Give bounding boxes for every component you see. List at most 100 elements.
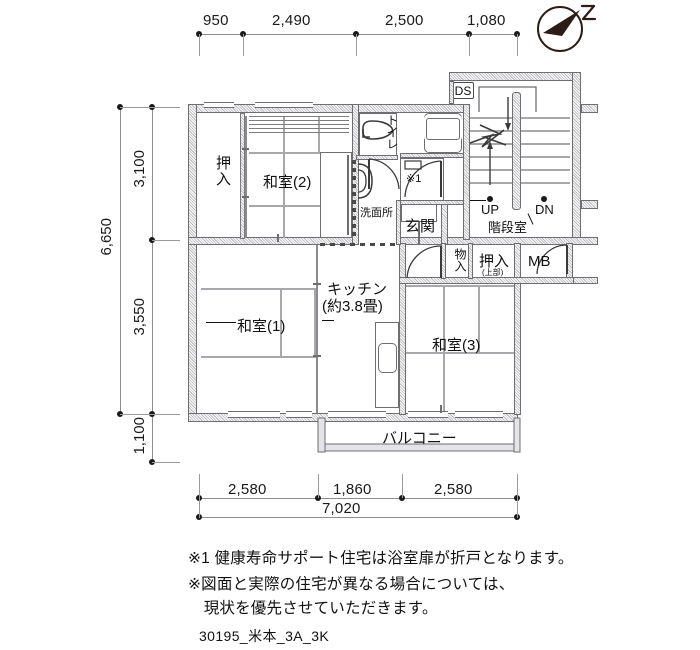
room-label-washitsu2: 和室(2)	[263, 174, 312, 191]
wall-v-genkan-right	[441, 200, 448, 245]
fusuma-line	[249, 124, 349, 125]
tatami-line	[406, 352, 514, 354]
window-washitsu3-a	[408, 411, 448, 418]
washitsu2-side-closet	[320, 152, 352, 238]
window-tick	[440, 405, 442, 413]
stair-door-swing-icon	[536, 244, 570, 276]
bath-door-swing-icon	[402, 160, 442, 200]
left-total-baseline	[120, 107, 121, 414]
wall-top-wet	[356, 104, 469, 113]
footnote-1: ※図面と実際の住宅が異なる場合については、	[188, 576, 515, 593]
stairwell-graphic	[469, 85, 574, 203]
room-label-balcony: バルコニー	[382, 430, 457, 447]
wall-ds-left	[449, 81, 454, 104]
wall-v-kitchen-right	[399, 243, 406, 415]
bottom-dim-tick	[318, 474, 319, 498]
wall-v-oshiire-right	[240, 113, 245, 239]
balcony-area	[317, 417, 526, 453]
tatami-line	[201, 356, 314, 358]
left-dim-baseline	[152, 107, 153, 462]
wall-right-stub-mid	[581, 200, 598, 209]
sliding-door-leader	[322, 320, 334, 321]
room-label-stairwell: 階段室	[488, 220, 528, 235]
left-dim-tick	[152, 462, 180, 463]
room-label-storage: 物入	[453, 248, 467, 272]
stair-handrail	[512, 92, 521, 210]
bath-door-note-label: ※1	[406, 173, 422, 185]
room-label-oshiire-upper: 押入	[479, 253, 510, 270]
top-dim-label-0: 950	[203, 12, 229, 29]
room-label-toilet: トイレ	[385, 114, 399, 150]
tatami-line	[318, 116, 320, 154]
wall-storage-right	[468, 243, 473, 279]
window-washitsu3-b	[455, 411, 503, 418]
room-label-washroom: 洗面所	[360, 207, 393, 219]
room-label-washitsu3: 和室(3)	[432, 337, 481, 354]
duct-space-label: DS	[452, 82, 474, 99]
up-leader	[470, 200, 486, 201]
fusuma-line	[249, 116, 349, 117]
bottom-total-tick	[517, 498, 518, 518]
washbasin-icon	[356, 160, 384, 202]
footnote-2: 現状を優先させていただきます。	[188, 600, 438, 617]
bottom-dim-label-0: 2,580	[228, 481, 267, 498]
bottom-dim-dot	[315, 495, 321, 501]
stairwell-leader	[527, 213, 534, 225]
entrance-step	[401, 204, 437, 222]
top-dim-tick	[517, 34, 518, 56]
room-label-oshiire-upper-sub: (上部)	[482, 268, 504, 277]
wall-right-stub-top	[581, 104, 598, 113]
plan-code: 30195_米本_3A_3K	[199, 628, 330, 644]
left-dim-tick	[120, 414, 180, 415]
entrance-center-line	[418, 222, 420, 244]
top-dim-label-1: 2,490	[272, 12, 311, 29]
window-washitsu2	[255, 102, 313, 108]
top-dim-tick	[469, 34, 470, 56]
closet-door-track	[245, 116, 247, 238]
tatami-line	[406, 285, 514, 287]
bottom-dim-label-2: 2,580	[434, 481, 473, 498]
bottom-dim-tick	[402, 474, 403, 498]
top-dim-label-3: 1,080	[467, 12, 506, 29]
tatami-line	[314, 288, 316, 358]
closet-door-tick	[242, 148, 249, 150]
kitchen-top-dashed	[320, 243, 398, 246]
fusuma-line	[249, 128, 349, 129]
room-label-mb: MB	[528, 253, 551, 270]
tatami-line	[283, 116, 285, 238]
kitchen-sink-icon	[378, 343, 397, 373]
tatami-line	[280, 288, 282, 358]
room-label-entrance: 玄関	[405, 218, 436, 235]
wall-washroom-top	[356, 155, 398, 160]
washitsu1-leader	[206, 322, 236, 323]
stair-up-label: UP	[481, 202, 500, 217]
left-dim-tick	[152, 240, 180, 241]
wall-v-genkan-left	[396, 200, 401, 245]
window-washitsu1-b	[286, 411, 312, 418]
footnote-0: ※1 健康寿命サポート住宅は浴室扉が折戸となります。	[188, 550, 574, 567]
sliding-door-tick	[313, 283, 321, 285]
sliding-door-track	[316, 245, 318, 413]
toilet-door-swing-icon	[368, 158, 402, 192]
wall-bath-bottom	[400, 153, 464, 158]
tatami-line	[201, 288, 314, 290]
window-oshiire-left	[204, 102, 234, 108]
top-dim-tick	[243, 34, 244, 56]
fusuma-line	[249, 132, 349, 133]
wall-right-outer-stub	[573, 277, 598, 284]
tatami-line	[443, 285, 445, 413]
bottom-total-baseline	[199, 517, 517, 518]
bottom-total-tick	[199, 498, 200, 518]
washroom-partition-dashed	[352, 160, 356, 238]
stair-dn-label: DN	[535, 202, 554, 217]
tatami-line	[249, 152, 349, 154]
room-label-kitchen-size: (約3.8畳)	[322, 298, 383, 315]
closet-door-tick	[242, 196, 249, 198]
north-arrow-icon	[534, 2, 600, 54]
bottom-dim-tick	[517, 474, 518, 498]
bottom-dim-label-1: 1,860	[333, 481, 372, 498]
window-washitsu1	[228, 411, 280, 418]
bottom-total-label: 7,020	[322, 500, 361, 517]
tatami-line	[478, 285, 480, 352]
